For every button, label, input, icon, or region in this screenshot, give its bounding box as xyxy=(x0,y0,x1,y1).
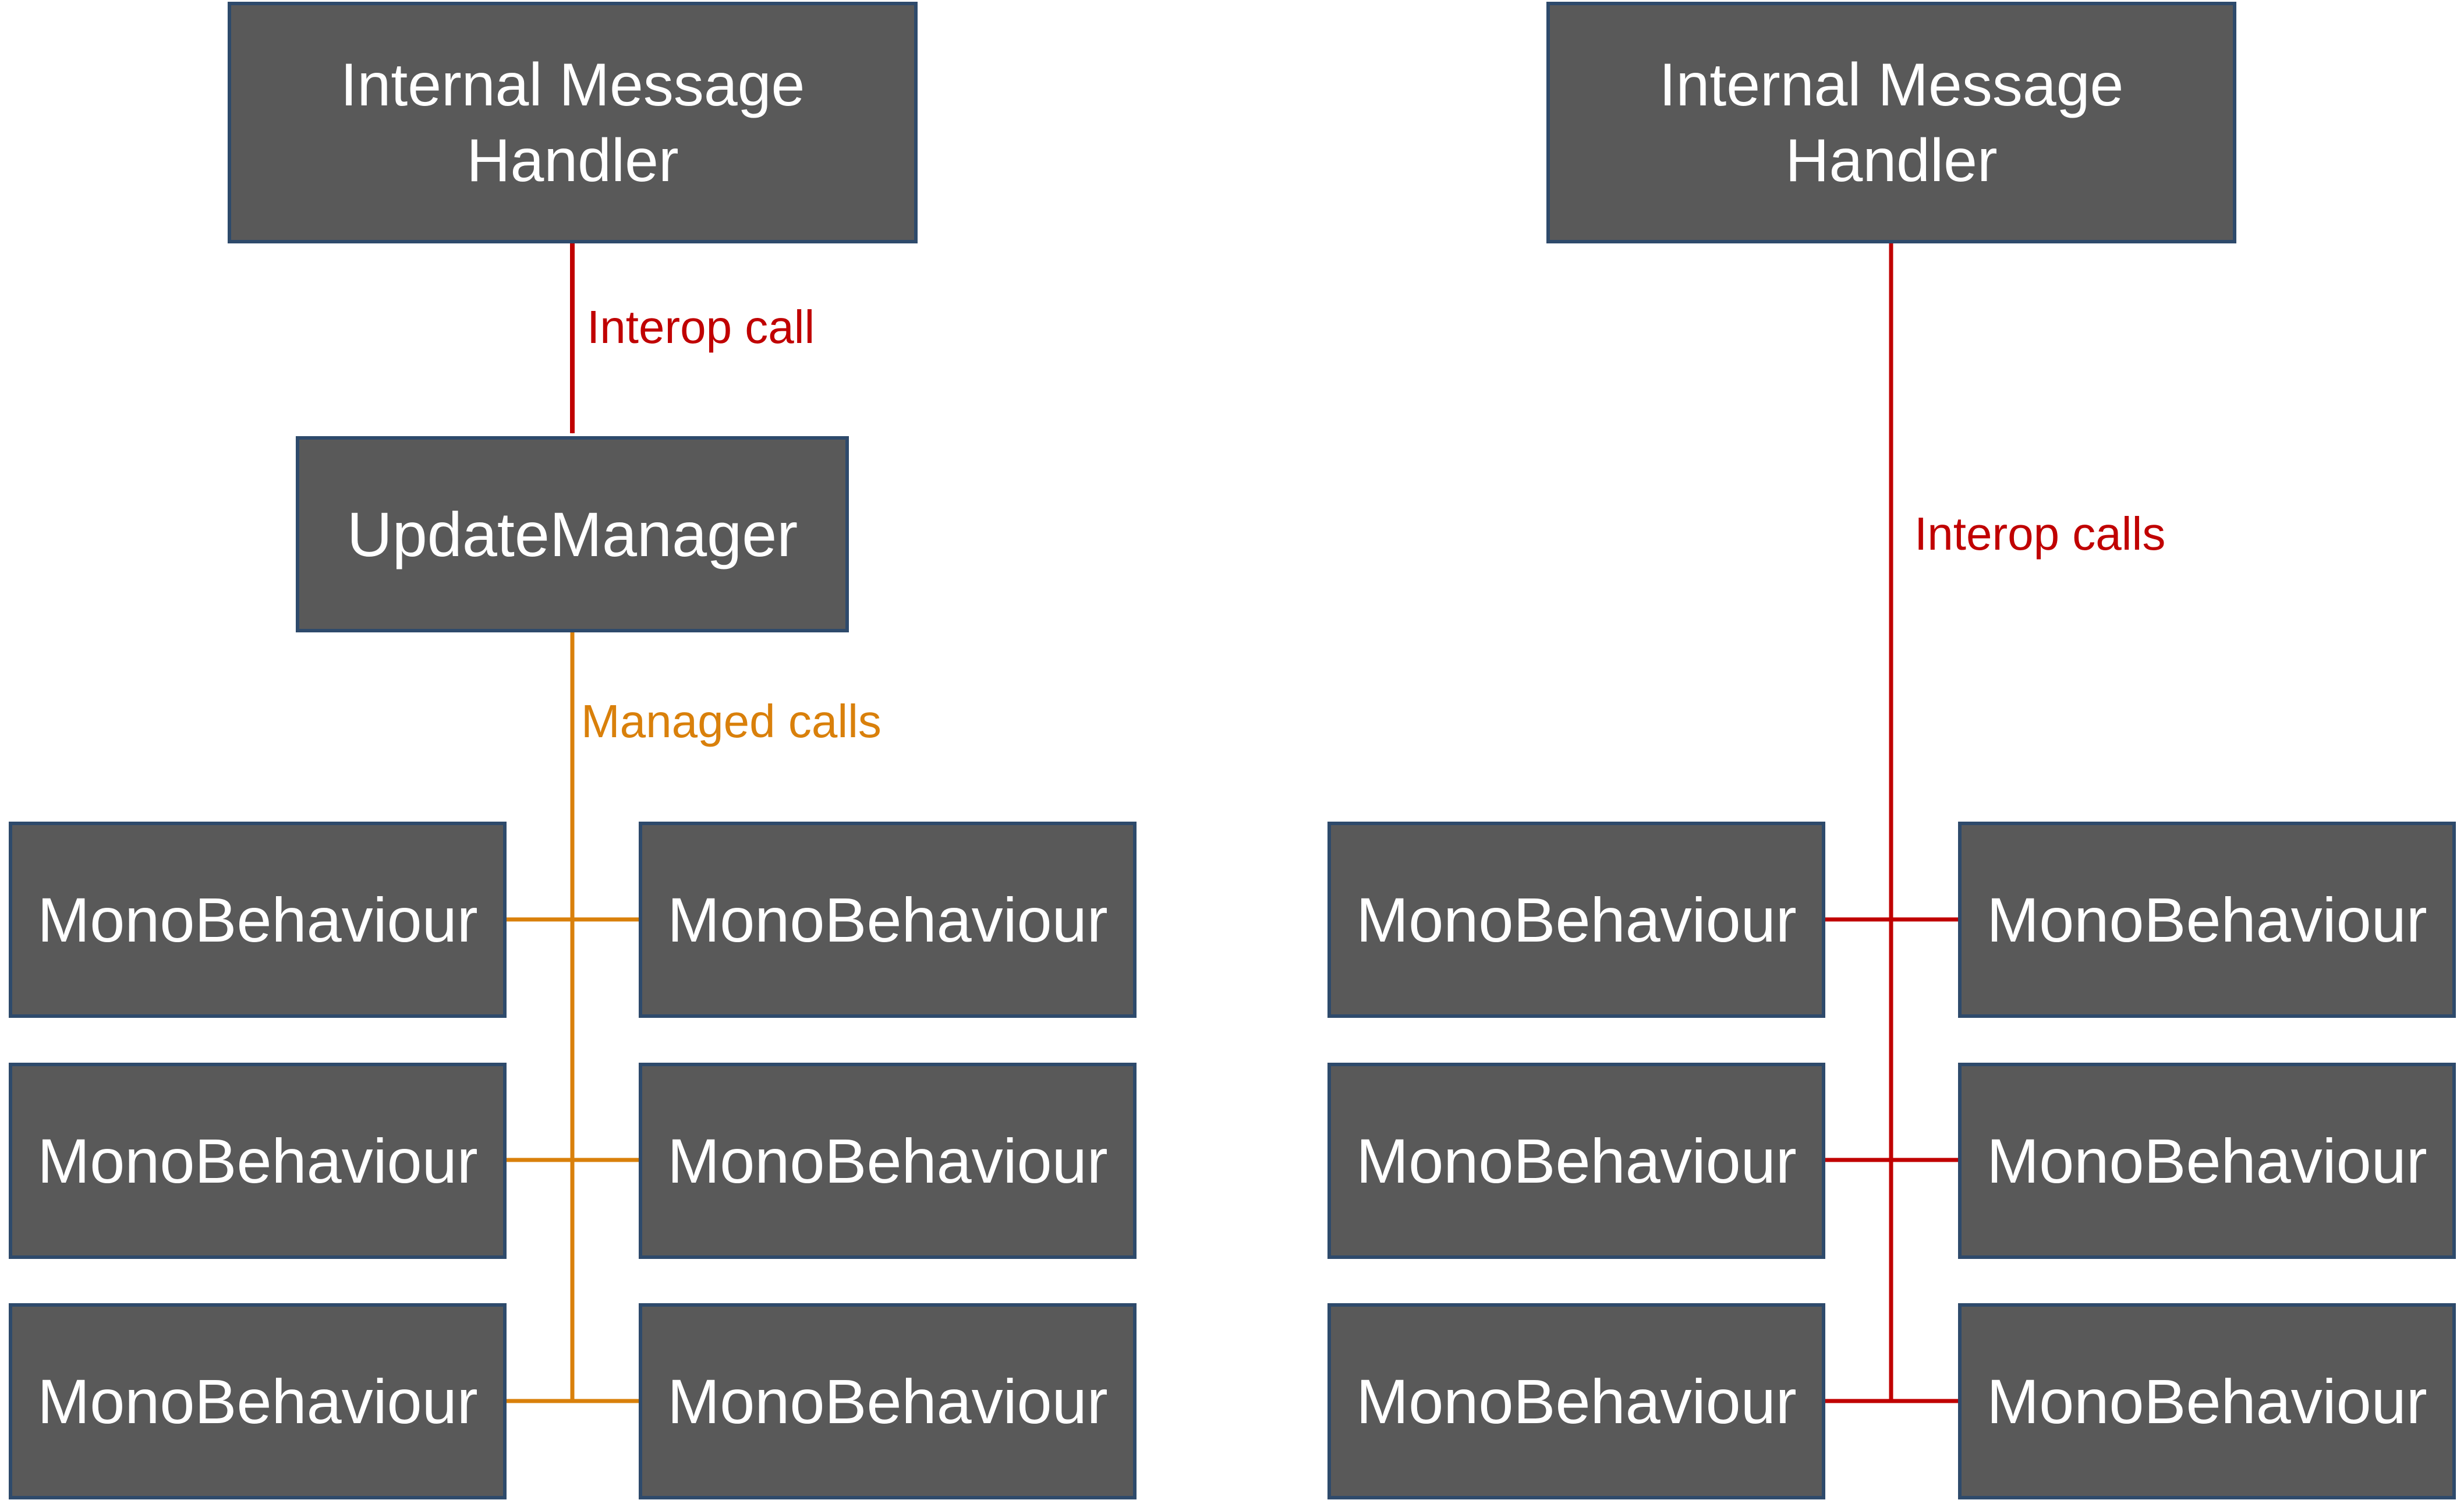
right-monobehaviour-r1-a: MonoBehaviour xyxy=(1327,822,1825,1018)
update-manager-box: UpdateManager xyxy=(296,436,849,632)
left-monobehaviour-r2-a: MonoBehaviour xyxy=(9,1063,507,1259)
left-monobehaviour-r1-b: MonoBehaviour xyxy=(639,822,1137,1018)
left-monobehaviour-r3-a: MonoBehaviour xyxy=(9,1303,507,1499)
left-interop-label: Interop call xyxy=(587,301,815,353)
right-monobehaviour-r2-b: MonoBehaviour xyxy=(1958,1063,2456,1259)
left-monobehaviour-r2-b: MonoBehaviour xyxy=(639,1063,1137,1259)
update-manager-label: UpdateManager xyxy=(346,499,798,569)
right-monobehaviour-r3-a: MonoBehaviour xyxy=(1327,1303,1825,1499)
left-handler-label: Internal Message Handler xyxy=(340,51,805,194)
right-interop-label: Interop calls xyxy=(1914,508,2166,560)
right-monobehaviour-r3-b: MonoBehaviour xyxy=(1958,1303,2456,1499)
right-monobehaviour-r2-a: MonoBehaviour xyxy=(1327,1063,1825,1259)
left-monobehaviour-r1-a: MonoBehaviour xyxy=(9,822,507,1018)
right-monobehaviour-r1-b: MonoBehaviour xyxy=(1958,822,2456,1018)
left-monobehaviour-r3-b: MonoBehaviour xyxy=(639,1303,1137,1499)
right-handler-label: Internal Message Handler xyxy=(1659,51,2124,194)
managed-calls-label: Managed calls xyxy=(581,695,881,747)
left-handler-box: Internal Message Handler xyxy=(228,2,918,243)
right-handler-box: Internal Message Handler xyxy=(1546,2,2236,243)
